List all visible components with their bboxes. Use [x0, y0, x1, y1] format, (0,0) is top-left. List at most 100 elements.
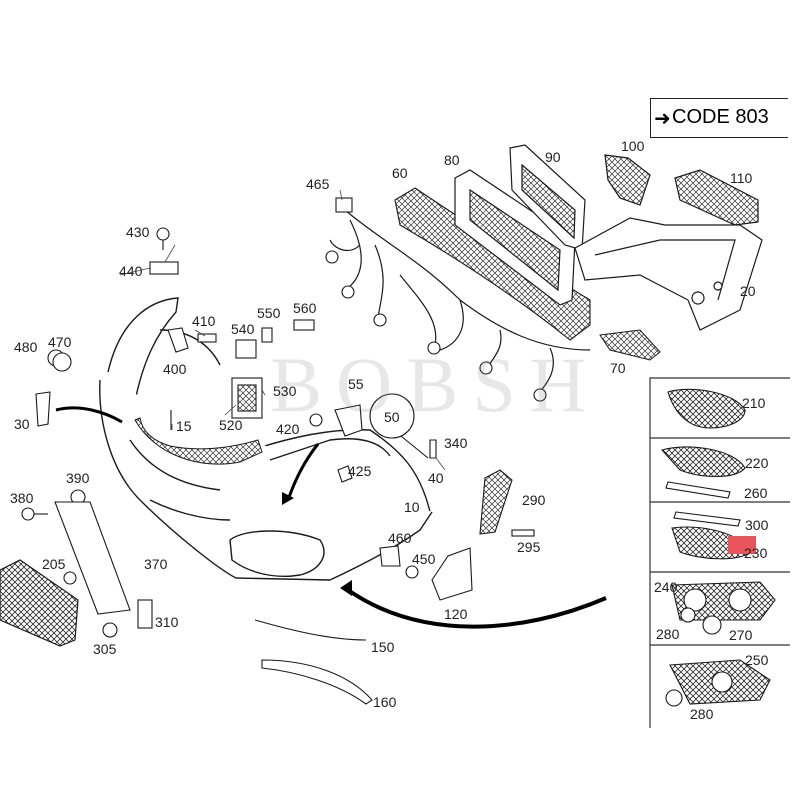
- callout-530: 530: [273, 383, 297, 399]
- callout-295: 295: [517, 539, 541, 555]
- part-205-lower-grille: [0, 559, 79, 647]
- part-290-reflector: [479, 469, 513, 535]
- callout-290: 290: [522, 492, 546, 508]
- part-420-bolt: [309, 413, 323, 427]
- part-260-trim: [665, 481, 731, 499]
- part-100-bracket: [604, 154, 651, 206]
- panel-frame: [649, 377, 790, 728]
- callout-400: 400: [163, 361, 187, 377]
- part-560-bolt: [293, 319, 315, 331]
- callout-520: 520: [219, 417, 243, 433]
- part-450-bolt: [405, 565, 419, 579]
- arrow-fog: [346, 588, 607, 629]
- callout-30: 30: [14, 416, 30, 432]
- part-230-highlight: [728, 536, 756, 554]
- panel-parts: [661, 388, 776, 707]
- callout-205: 205: [42, 556, 66, 572]
- part-425-clip: [337, 465, 353, 483]
- callout-160: 160: [373, 694, 397, 710]
- part-205-clip: [63, 571, 77, 585]
- trim-strips: [254, 619, 373, 705]
- callout-380: 380: [10, 490, 34, 506]
- callout-540: 540: [231, 321, 255, 337]
- callout-55: 55: [348, 376, 364, 392]
- callout-300: 300: [745, 517, 769, 533]
- code-box: [650, 98, 788, 138]
- part-370-license-bracket: [54, 501, 131, 615]
- part-295-clip: [511, 529, 535, 537]
- option-panels: [649, 377, 790, 728]
- callout-90: 90: [545, 149, 561, 165]
- callout-20: 20: [740, 283, 756, 299]
- leader-lines: [119, 189, 446, 471]
- part-70-clip: [599, 329, 661, 361]
- callout-210: 210: [742, 395, 766, 411]
- part-30-cover: [35, 391, 51, 427]
- part-280-ring-b: [665, 689, 683, 707]
- part-300-trim: [673, 511, 741, 527]
- callout-340: 340: [444, 435, 468, 451]
- callout-10: 10: [404, 499, 420, 515]
- callout-280-lower: 280: [690, 706, 714, 722]
- callout-120: 120: [444, 606, 468, 622]
- part-280-ring-a: [680, 607, 696, 623]
- callout-230: 230: [744, 545, 768, 561]
- part-160-strip: [261, 659, 373, 705]
- callout-310: 310: [155, 614, 179, 630]
- callout-460: 460: [388, 530, 412, 546]
- part-220-grille: [661, 446, 746, 477]
- callout-305: 305: [93, 641, 117, 657]
- part-550-holder: [261, 327, 273, 343]
- callout-480: 480: [14, 339, 38, 355]
- part-470-sensor: [52, 352, 72, 372]
- callout-100: 100: [621, 138, 645, 154]
- part-80-carrier: [454, 169, 576, 306]
- part-430-screw: [156, 227, 170, 241]
- callout-arrows: [55, 406, 607, 629]
- part-305-bolt: [102, 622, 118, 638]
- part-340-pin: [429, 439, 437, 459]
- callout-260: 260: [744, 485, 768, 501]
- callout-470: 470: [48, 334, 72, 350]
- part-460-bracket: [379, 545, 401, 567]
- bumper-grille-band: [134, 417, 263, 465]
- small-fasteners: [21, 227, 535, 638]
- callout-15: 15: [176, 418, 192, 434]
- part-440-nut: [149, 261, 179, 275]
- arrow-30: [55, 406, 123, 424]
- part-540-sensor: [235, 339, 257, 359]
- callout-430: 430: [126, 224, 150, 240]
- part-20-side-bracket: [574, 217, 763, 331]
- part-55-bracket: [334, 404, 363, 437]
- callout-550: 550: [257, 305, 281, 321]
- part-380-bolt: [21, 507, 35, 521]
- bumper-cover: [99, 297, 433, 581]
- callout-240: 240: [654, 579, 678, 595]
- part-410-screw: [197, 333, 217, 343]
- part-150-strip: [254, 619, 367, 641]
- callout-390: 390: [66, 470, 90, 486]
- callout-450: 450: [412, 551, 436, 567]
- part-270-ring: [702, 615, 722, 635]
- callout-250: 250: [745, 652, 769, 668]
- callout-280-upper: 280: [656, 626, 680, 642]
- callout-560: 560: [293, 300, 317, 316]
- callout-440: 440: [119, 263, 143, 279]
- callout-110: 110: [730, 170, 753, 186]
- part-110-absorber: [674, 169, 759, 226]
- callout-420: 420: [276, 421, 300, 437]
- callout-40: 40: [428, 470, 444, 486]
- part-120-bracket: [431, 547, 473, 601]
- callout-70: 70: [610, 360, 626, 376]
- part-210-grille: [667, 388, 746, 429]
- callout-80: 80: [444, 152, 460, 168]
- fog-opening: [229, 530, 325, 577]
- callout-220: 220: [745, 455, 769, 471]
- callout-425: 425: [348, 463, 372, 479]
- callout-465: 465: [306, 176, 330, 192]
- part-400-clip: [167, 327, 189, 353]
- callout-410: 410: [192, 313, 216, 329]
- callout-150: 150: [371, 639, 395, 655]
- watermark: BOBSH: [270, 341, 601, 428]
